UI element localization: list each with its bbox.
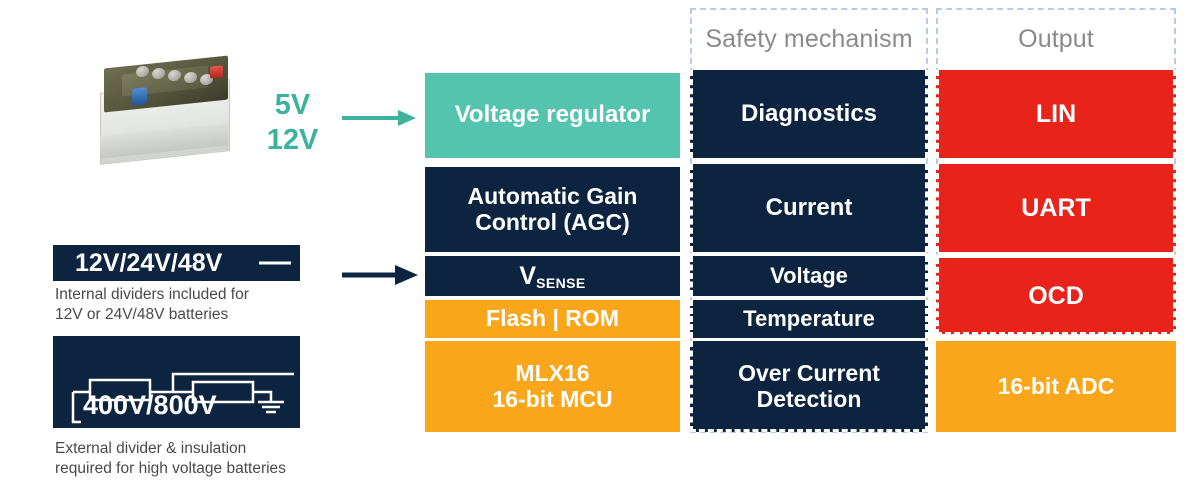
block-ocd[interactable]: OCD [936, 258, 1176, 334]
block-label-line: Control (AGC) [475, 208, 630, 235]
battery-negative-terminal [132, 87, 147, 106]
supply-voltage-5v: 5V [274, 89, 311, 121]
block-current[interactable]: Current [690, 164, 928, 252]
block-diagnostics[interactable]: Diagnostics [690, 70, 928, 158]
vsense-subscript: SENSE [536, 275, 586, 291]
battery-type-box-low-voltage: 12V/24V/48V [53, 245, 300, 281]
block-label-line: Over Current [738, 359, 880, 386]
block-voltage-regulator[interactable]: Voltage regulator [425, 73, 680, 158]
battery-positive-terminal [210, 65, 223, 79]
caption-line: 12V or 24V/48V batteries [55, 306, 229, 324]
block-vsense[interactable]: V SENSE [425, 256, 680, 296]
supply-voltage-12v: 12V [266, 124, 319, 157]
block-label-line: Automatic Gain [467, 182, 638, 209]
battery-type-label-high-voltage: 400V/800V [83, 390, 217, 420]
block-temperature[interactable]: Temperature [690, 300, 928, 338]
block-16-bit-adc[interactable]: 16-bit ADC [936, 341, 1176, 432]
battery-type-label-low-voltage: 12V/24V/48V [75, 249, 223, 277]
battery-type-box-high-voltage: 400V/800V [53, 336, 300, 428]
caption-line: External divider & insulation [55, 440, 247, 457]
block-over-current-detection[interactable]: Over Current Detection [690, 341, 928, 432]
resistor-divider-ground-schematic-icon [71, 372, 294, 424]
arrow-right-teal-icon [342, 110, 416, 126]
vsense-main: V [519, 262, 537, 290]
block-automatic-gain-control[interactable]: Automatic Gain Control (AGC) [425, 167, 680, 252]
block-label-line: 16-bit MCU [492, 385, 613, 412]
caption-high-voltage: External divider & insulation required f… [55, 439, 355, 480]
vsense-label: V SENSE [519, 262, 586, 291]
arrow-right-navy-icon [342, 265, 418, 285]
supply-voltage-label: 5V 12V [255, 88, 330, 159]
block-lin[interactable]: LIN [936, 70, 1176, 158]
block-flash-rom[interactable]: Flash | ROM [425, 300, 680, 338]
column-header-output: Output [1018, 24, 1094, 53]
block-label-line: Detection [756, 385, 862, 412]
column-header-safety-mechanism: Safety mechanism [705, 24, 913, 53]
car-battery-icon [92, 48, 242, 166]
caption-line: Internal dividers included for [55, 286, 249, 303]
caption-line: required for high voltage batteries [55, 460, 286, 478]
dc-voltage-line-icon [259, 261, 291, 265]
block-uart[interactable]: UART [936, 164, 1176, 252]
caption-low-voltage: Internal dividers included for 12V or 24… [55, 285, 320, 326]
block-voltage[interactable]: Voltage [690, 256, 928, 296]
block-mlx16-mcu[interactable]: MLX16 16-bit MCU [425, 341, 680, 432]
block-label-line: MLX16 [515, 359, 590, 386]
